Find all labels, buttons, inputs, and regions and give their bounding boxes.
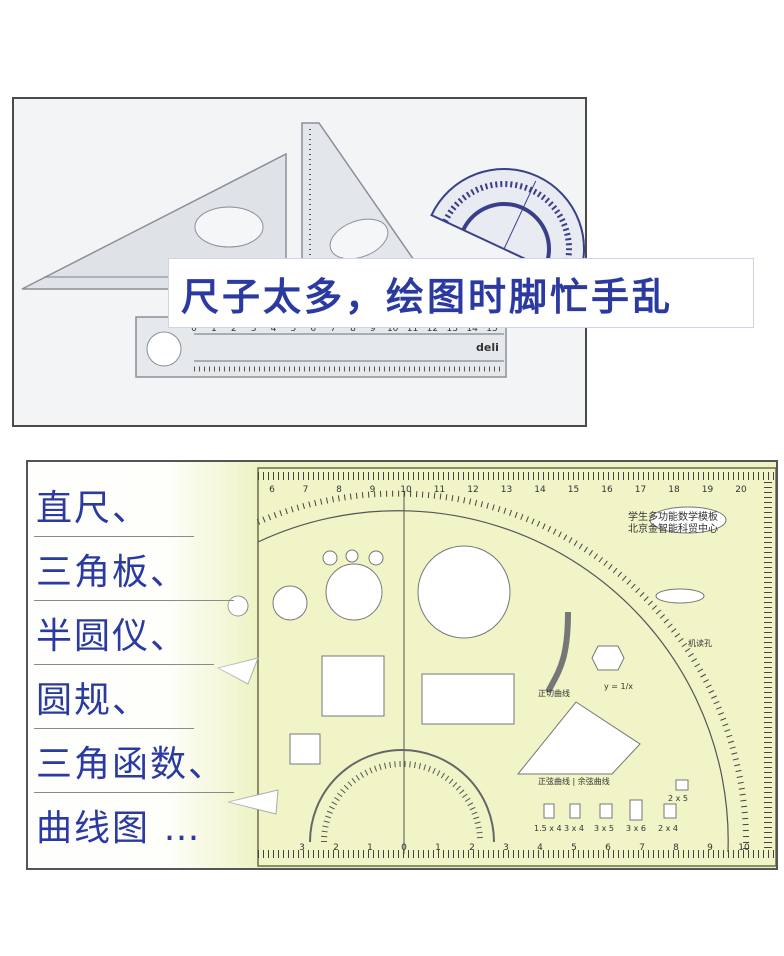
top-scale-number: 20 <box>735 485 747 495</box>
top-scale-number: 14 <box>534 485 546 495</box>
bottom-scale-number: 4 <box>537 843 543 853</box>
ruler-number: 5 <box>290 324 296 334</box>
bottom-scale-number: 3 <box>503 843 509 853</box>
tool-label-column: 直尺、 三角板、 半圆仪、 圆规、 三角函数、 曲线图 … <box>28 462 258 868</box>
top-scale-number: 7 <box>303 485 309 495</box>
bottom-scale-number: 1 <box>367 843 373 853</box>
bottom-scale-number: 3 <box>299 843 305 853</box>
bottom-scale-number: 6 <box>605 843 611 853</box>
bottom-scale-number: 9 <box>707 843 713 853</box>
top-scale-number: 6 <box>269 485 275 495</box>
rect-size-3: 3 x 5 <box>594 824 614 833</box>
top-scale-number: 8 <box>336 485 342 495</box>
sine-cosine-tag: 正弦曲线 | 余弦曲线 <box>538 777 610 786</box>
ruler-number: 3 <box>251 324 257 334</box>
top-scale-number: 19 <box>702 485 714 495</box>
rect-size-1: 1.5 x 4 <box>534 824 562 833</box>
ruler-number: 12 <box>427 324 438 334</box>
ruler-number: 7 <box>330 324 336 334</box>
label-set-square: 三角板、 <box>36 552 189 593</box>
top-scale-number: 9 <box>370 485 376 495</box>
ruler-number: 6 <box>310 324 316 334</box>
top-scale-number: 10 <box>400 485 412 495</box>
triangle-cutout <box>194 206 264 248</box>
ruler-number: 10 <box>387 324 399 334</box>
ruler-number: 2 <box>231 324 237 334</box>
small-protractor <box>309 749 495 843</box>
rect-size-5: 2 x 4 <box>658 824 678 833</box>
arc-scale <box>257 510 729 853</box>
square-stencil <box>321 655 385 717</box>
label-divider <box>34 600 234 601</box>
ruler-number: 14 <box>466 324 478 334</box>
triangle-ruler-left <box>21 152 287 290</box>
bottom-scale-number: 0 <box>401 843 407 853</box>
top-scale-number: 15 <box>568 485 579 495</box>
ruler-number: 0 <box>191 324 197 334</box>
ruler-number: 8 <box>350 324 356 334</box>
top-scale-number: 17 <box>635 485 646 495</box>
top-scale-number: 12 <box>467 485 478 495</box>
product-name: 学生多功能数学模板 <box>628 512 718 523</box>
label-compass: 圆规、 <box>36 680 151 721</box>
bottom-scale-number: 8 <box>673 843 679 853</box>
top-scale-number: 13 <box>501 485 512 495</box>
ruler-number: 11 <box>407 324 418 334</box>
circle-stencil-2 <box>417 545 511 639</box>
tangent-curve-tag: 正切曲线 <box>538 689 570 698</box>
bottom-scale-number: 5 <box>571 843 577 853</box>
curve-stencil <box>516 701 641 775</box>
y-formula-tag: y = 1/x <box>604 682 634 691</box>
top-banner: 尺子太多，绘图时脚忙手乱 <box>168 258 754 328</box>
bottom-scale-number: 1 <box>435 843 441 853</box>
rect-size-4: 3 x 6 <box>626 824 646 833</box>
bolt-hole-tag: 机读孔 <box>688 639 712 648</box>
top-scale-number: 18 <box>668 485 680 495</box>
ruler-number: 9 <box>370 324 376 334</box>
rect-size-6: 2 x 5 <box>668 794 688 803</box>
ruler-number: 4 <box>271 324 277 334</box>
label-divider <box>34 536 194 537</box>
label-divider <box>34 792 234 793</box>
label-trig-function: 三角函数、 <box>36 744 227 785</box>
label-divider <box>34 728 194 729</box>
banner-text: 尺子太多，绘图时脚忙手乱 <box>181 274 674 319</box>
bottom-scale-number: 2 <box>469 843 475 853</box>
protractor <box>430 168 585 285</box>
product-maker: 北京金智能科贸中心 <box>628 524 718 535</box>
ruler-brand: deli <box>476 341 499 354</box>
ruler-number: 1 <box>211 324 217 334</box>
ruler-number: 13 <box>447 324 458 334</box>
circle-stencil-1 <box>325 563 383 621</box>
label-ruler: 直尺、 <box>36 488 151 529</box>
label-curve-chart: 曲线图 … <box>36 808 202 849</box>
label-protractor: 半圆仪、 <box>36 616 189 657</box>
rect-stencil <box>421 673 515 725</box>
bottom-scale-number: 2 <box>333 843 339 853</box>
ruler-number: 15 <box>486 324 497 334</box>
top-scale-number: 16 <box>601 485 613 495</box>
top-scale-number: 11 <box>434 485 445 495</box>
label-divider <box>34 664 214 665</box>
bottom-scale-number: 7 <box>639 843 645 853</box>
rect-size-2: 3 x 4 <box>564 824 584 833</box>
bottom-scale-number: 10 <box>738 843 750 853</box>
